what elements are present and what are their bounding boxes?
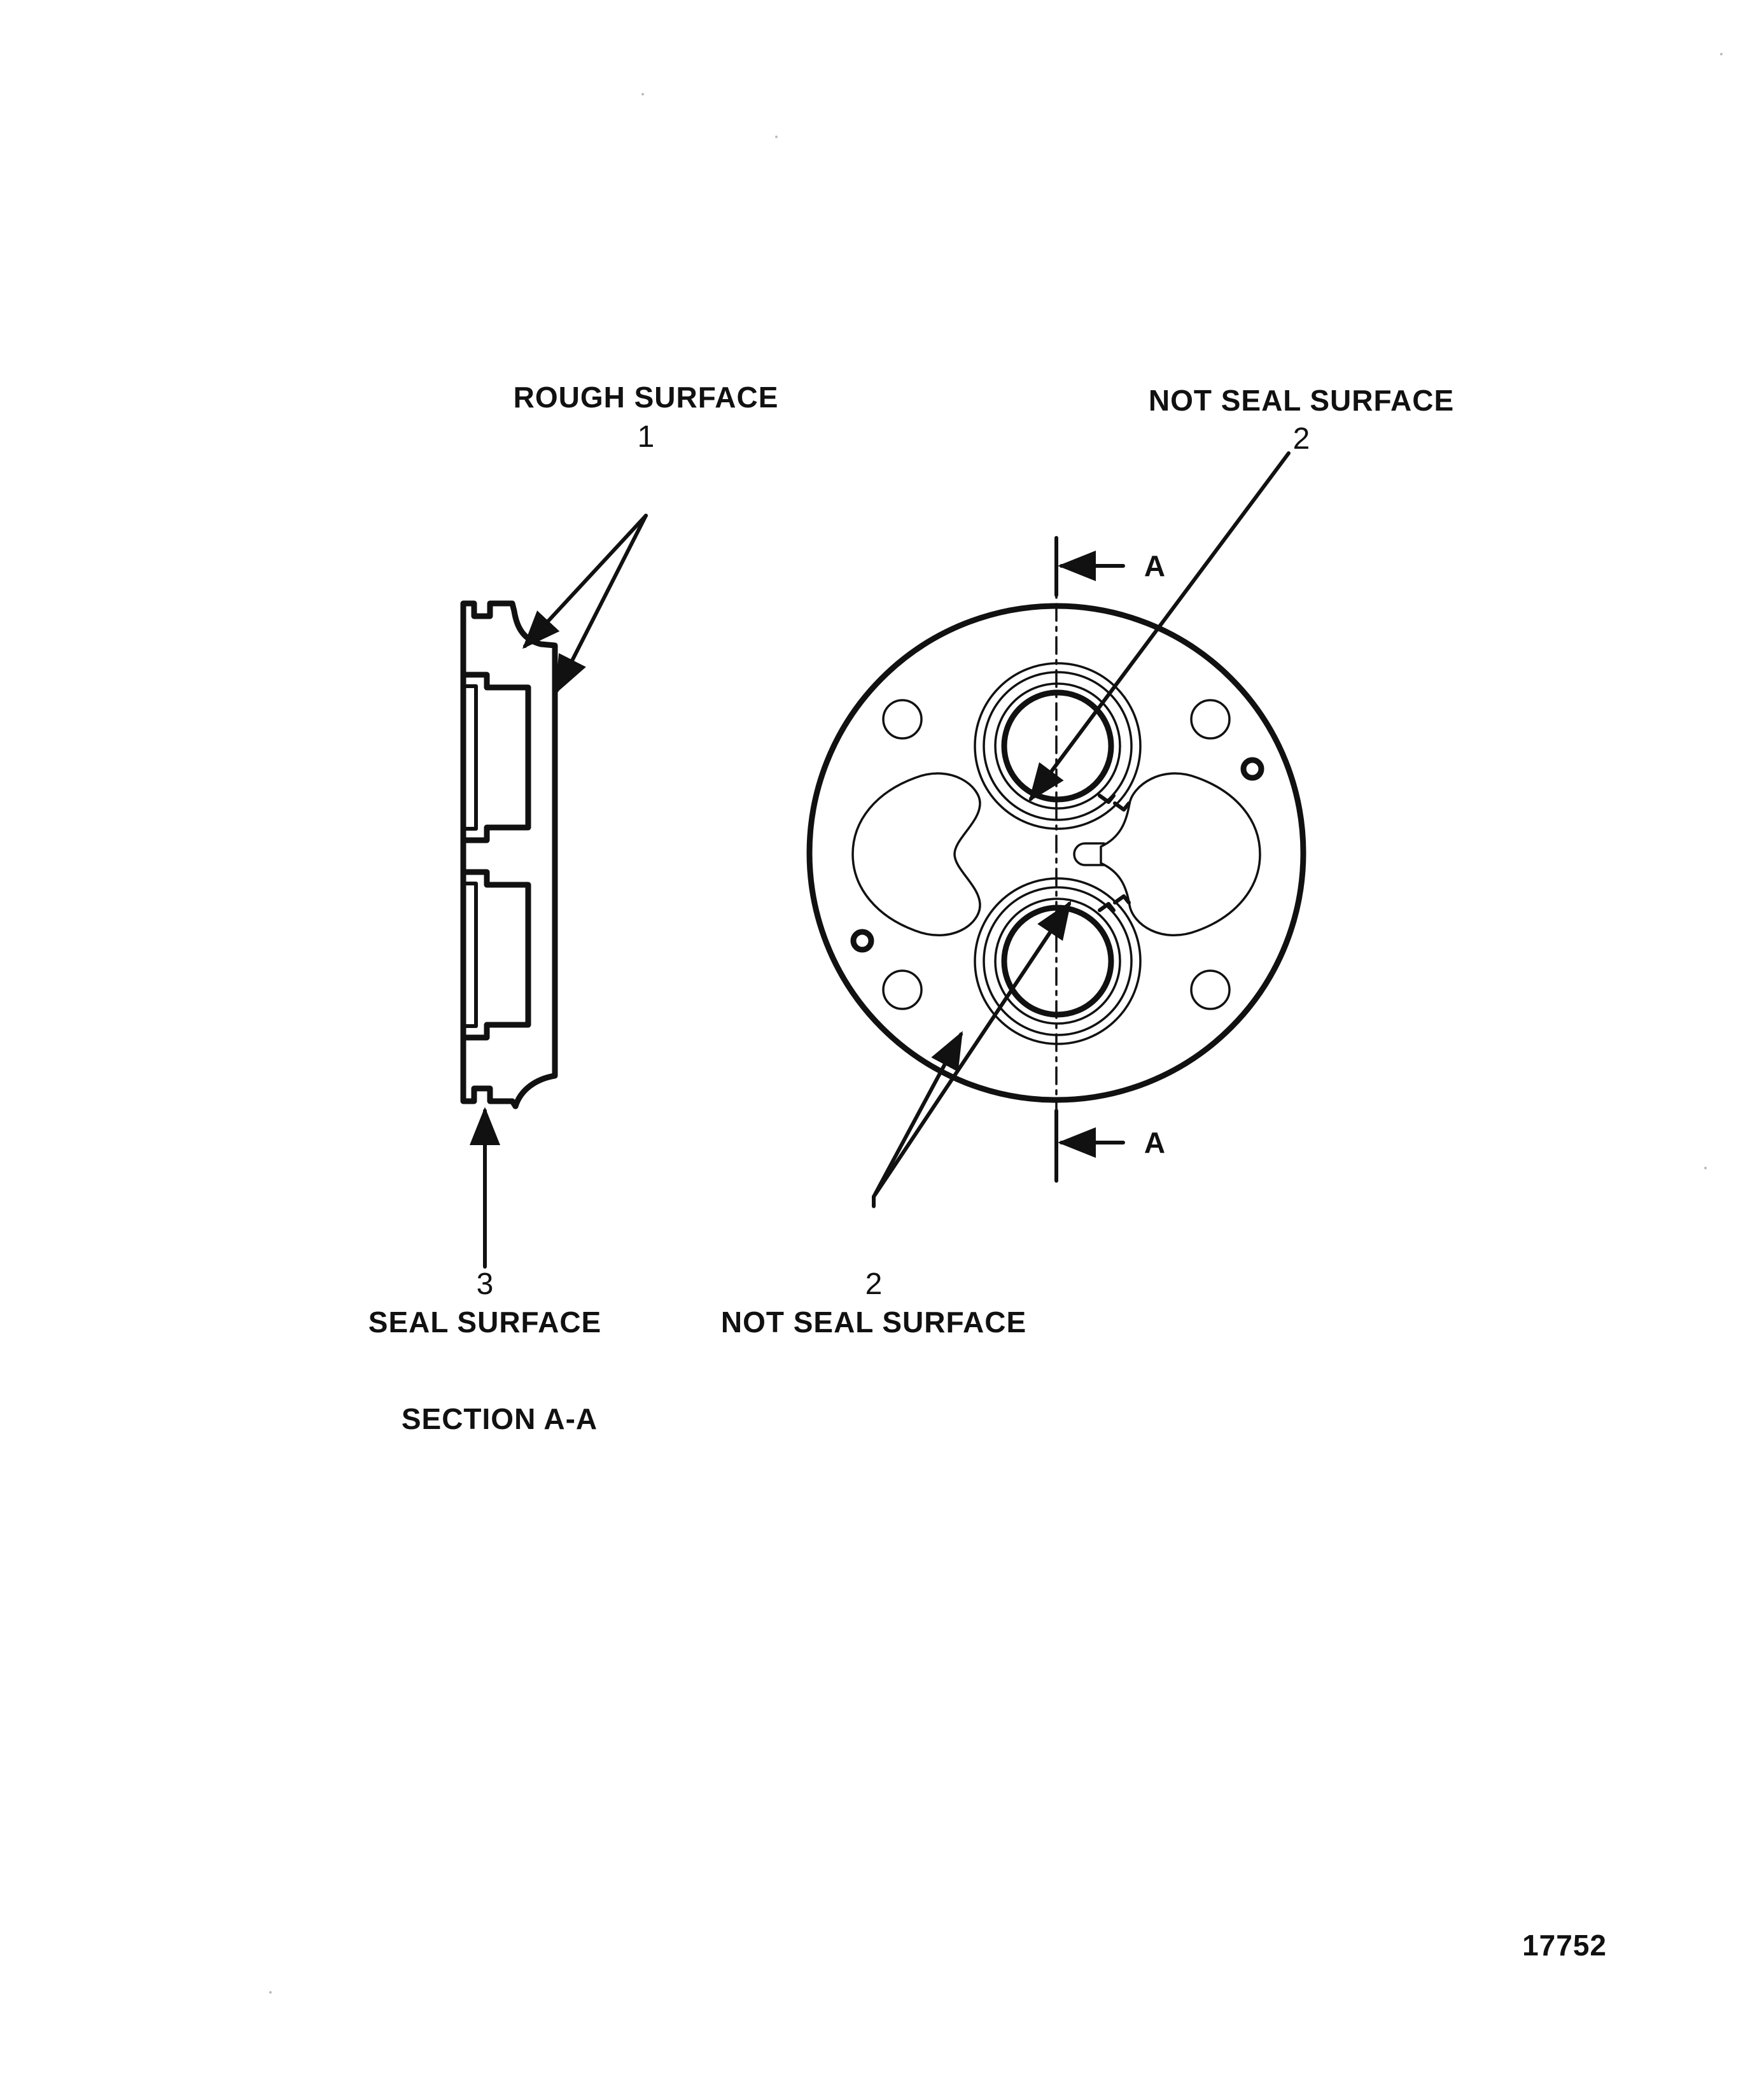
leader-not-seal-bottom-bore (872, 901, 1072, 1199)
upper-bore-inner (461, 684, 478, 831)
leader-not-seal-bottom-flange (872, 1031, 963, 1199)
rough-surface-label: ROUGH SURFACE (514, 381, 779, 414)
upper-bore (974, 662, 1142, 830)
rough-surface-callout: ROUGH SURFACE 1 (514, 381, 779, 454)
bolt-hole-top-left (882, 699, 923, 740)
seal-surface-label: SEAL SURFACE (368, 1306, 601, 1339)
seal-surface-number: 3 (477, 1267, 494, 1301)
not-seal-surface-top-label: NOT SEAL SURFACE (1149, 384, 1454, 417)
rough-surface-number: 1 (638, 420, 655, 454)
not-seal-surface-top-callout: NOT SEAL SURFACE 2 (1149, 384, 1454, 456)
lower-bore-notch (1098, 894, 1131, 912)
center-slot (1073, 842, 1105, 866)
seal-surface-callout: 3 SEAL SURFACE (368, 1267, 601, 1339)
figure-number: 17752 (1522, 1929, 1607, 1962)
section-outline (460, 600, 558, 1109)
not-seal-surface-bottom-number: 2 (865, 1267, 883, 1301)
section-title: SECTION A-A (402, 1402, 598, 1435)
face-view: A A (806, 536, 1306, 1183)
dowel-hole-left (850, 929, 874, 953)
upper-bore-notch (1098, 794, 1131, 812)
bolt-hole-bottom-left (882, 969, 923, 1010)
bolt-hole-bottom-right (1190, 969, 1231, 1010)
section-view (460, 600, 558, 1109)
dowel-hole-right (1240, 757, 1264, 781)
upper-bore-section (460, 672, 531, 843)
leader-rough-surface-lower (555, 514, 648, 694)
section-mark-top: A (1144, 549, 1166, 582)
scan-specks (269, 53, 1723, 1994)
lower-bore-inner (461, 882, 478, 1028)
not-seal-surface-bottom-callout: 2 NOT SEAL SURFACE (721, 1267, 1026, 1339)
not-seal-surface-top-number: 2 (1293, 422, 1310, 456)
section-mark-bottom: A (1144, 1126, 1166, 1159)
not-seal-surface-bottom-label: NOT SEAL SURFACE (721, 1306, 1026, 1339)
leader-rough-surface-upper (522, 514, 648, 649)
lower-bore-section (460, 869, 531, 1041)
left-lobe (851, 772, 981, 937)
bolt-hole-top-right (1190, 699, 1231, 740)
leader-lines (470, 451, 1291, 1269)
lower-bore (974, 877, 1142, 1045)
